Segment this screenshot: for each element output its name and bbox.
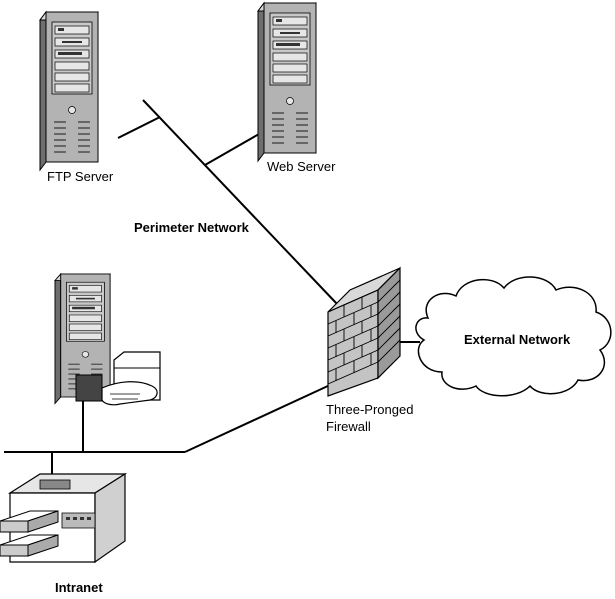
network-links	[4, 99, 420, 478]
perimeter-backbone-line	[142, 99, 339, 306]
firewall-label-line1: Three-Pronged	[326, 402, 414, 417]
ftp-server-label: FTP Server	[47, 169, 114, 184]
intranet-label: Intranet	[55, 580, 103, 595]
web-server-icon	[257, 2, 317, 162]
web-server-link	[204, 129, 267, 166]
perimeter-network-label: Perimeter Network	[134, 220, 249, 235]
cloud-icon	[415, 276, 612, 397]
web-server-label: Web Server	[267, 159, 336, 174]
printer-icon	[0, 472, 128, 564]
firewall-label-line2: Firewall	[326, 419, 371, 434]
external-network-label: External Network	[464, 332, 571, 347]
firewall-label: Three-Pronged Firewall	[326, 401, 413, 435]
shared-folder-hand-icon	[75, 351, 161, 406]
ftp-server-link	[117, 116, 161, 139]
intranet-uplink-line	[184, 384, 331, 453]
brick-wall-icon	[327, 266, 401, 397]
ftp-server-icon	[39, 11, 99, 171]
